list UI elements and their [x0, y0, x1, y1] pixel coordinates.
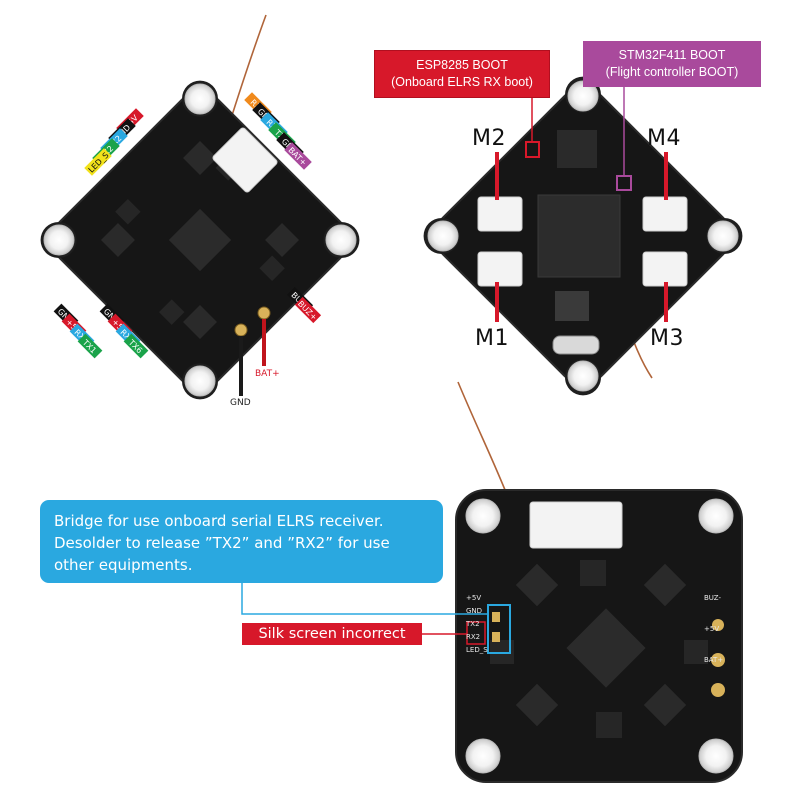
- bridge-pad: [492, 632, 500, 642]
- mount-pad: [427, 220, 459, 252]
- motor-connector-m4: [642, 196, 688, 232]
- pin-label-bg: [77, 333, 103, 359]
- silk-label-right: BUZ-: [704, 594, 721, 602]
- mount-pad: [465, 498, 501, 534]
- stm-boot-callout: STM32F411 BOOT (Flight controller BOOT): [583, 41, 761, 87]
- esp-boot-subtitle: (Onboard ELRS RX boot): [391, 75, 533, 89]
- mosfet: [580, 560, 606, 586]
- mosfet: [183, 141, 217, 175]
- serial-bridge-marker: [487, 604, 511, 654]
- mount-pad: [698, 738, 734, 774]
- pin-label-bg: [84, 148, 112, 176]
- mount-pad: [567, 360, 599, 392]
- mount-pad: [698, 498, 734, 534]
- bridge-pad: [492, 612, 500, 622]
- pin-label-bg: [123, 333, 149, 359]
- bridge-leader: [241, 583, 488, 615]
- esp-boot-callout: ESP8285 BOOT (Onboard ELRS RX boot): [374, 50, 550, 98]
- bridge-note-line-3: other equipments.: [54, 556, 193, 574]
- board-1-top-view: [40, 14, 360, 400]
- board-3-top-view: [241, 381, 743, 783]
- esp-boot-title: ESP8285 BOOT: [416, 58, 508, 72]
- mount-pad: [43, 224, 75, 256]
- mount-pad: [325, 224, 357, 256]
- mosfet: [596, 712, 622, 738]
- silk-label-left: +5V: [466, 594, 481, 602]
- silk-label-left: LED_S: [466, 646, 488, 654]
- motor-label-m4: M4: [647, 126, 681, 151]
- pin-label-bg: [284, 142, 312, 170]
- usb-c-port: [552, 335, 600, 355]
- stm-boot-title: STM32F411 BOOT: [618, 48, 726, 62]
- rx-connector: [529, 501, 623, 549]
- pin-label-bg: [294, 296, 322, 324]
- silk-marker: [466, 621, 486, 645]
- bat-pad: [257, 306, 271, 320]
- bat-wire-label: BAT+: [255, 369, 280, 379]
- motor-connector-m3: [642, 251, 688, 287]
- side-pad: [711, 683, 725, 697]
- inductor: [555, 291, 589, 321]
- stm-boot-subtitle: (Flight controller BOOT): [605, 65, 739, 79]
- mount-pad: [184, 365, 216, 397]
- bridge-note-box: Bridge for use onboard serial ELRS recei…: [40, 500, 443, 583]
- mcu-chip: [537, 194, 621, 278]
- silk-incorrect-label: Silk screen incorrect: [242, 623, 422, 645]
- motor-connector-m1: [477, 251, 523, 287]
- motor-connector-m2: [477, 196, 523, 232]
- silk-label-left: TX2: [465, 620, 480, 628]
- side-pad: [712, 619, 724, 631]
- silk-label-left: GND: [466, 607, 482, 615]
- silk-label-right: BAT+: [704, 656, 723, 664]
- mosfet: [684, 640, 708, 664]
- pin-label-text: BAT+: [286, 146, 308, 168]
- rx-connector: [212, 127, 278, 193]
- mount-pad: [184, 83, 216, 115]
- mosfet: [101, 223, 135, 257]
- bridge-note-line-1: Bridge for use onboard serial ELRS recei…: [54, 512, 384, 530]
- esp-chip: [557, 130, 597, 168]
- side-pad: [711, 653, 725, 667]
- mcu-chip: [566, 608, 646, 688]
- silk-label-left: RX2: [466, 633, 480, 641]
- silk-label-right: +5V: [704, 625, 719, 633]
- mount-pad: [707, 220, 739, 252]
- mosfet: [259, 255, 285, 282]
- pin-label-groups: +5VGNDRX2TX2LED_SRX6GNDRX1TX1GNDBAT+GND+…: [53, 92, 322, 359]
- board-2-bottom-view: [423, 76, 743, 396]
- motor-label-m2: M2: [472, 126, 506, 151]
- bridge-note-line-2: Desolder to release ”TX2” and ”RX2” for …: [54, 534, 390, 552]
- motor-label-m1: M1: [475, 326, 509, 351]
- gnd-wire-label: GND: [230, 398, 251, 408]
- mount-pad: [465, 738, 501, 774]
- gnd-pad: [234, 323, 248, 337]
- motor-label-m3: M3: [650, 326, 684, 351]
